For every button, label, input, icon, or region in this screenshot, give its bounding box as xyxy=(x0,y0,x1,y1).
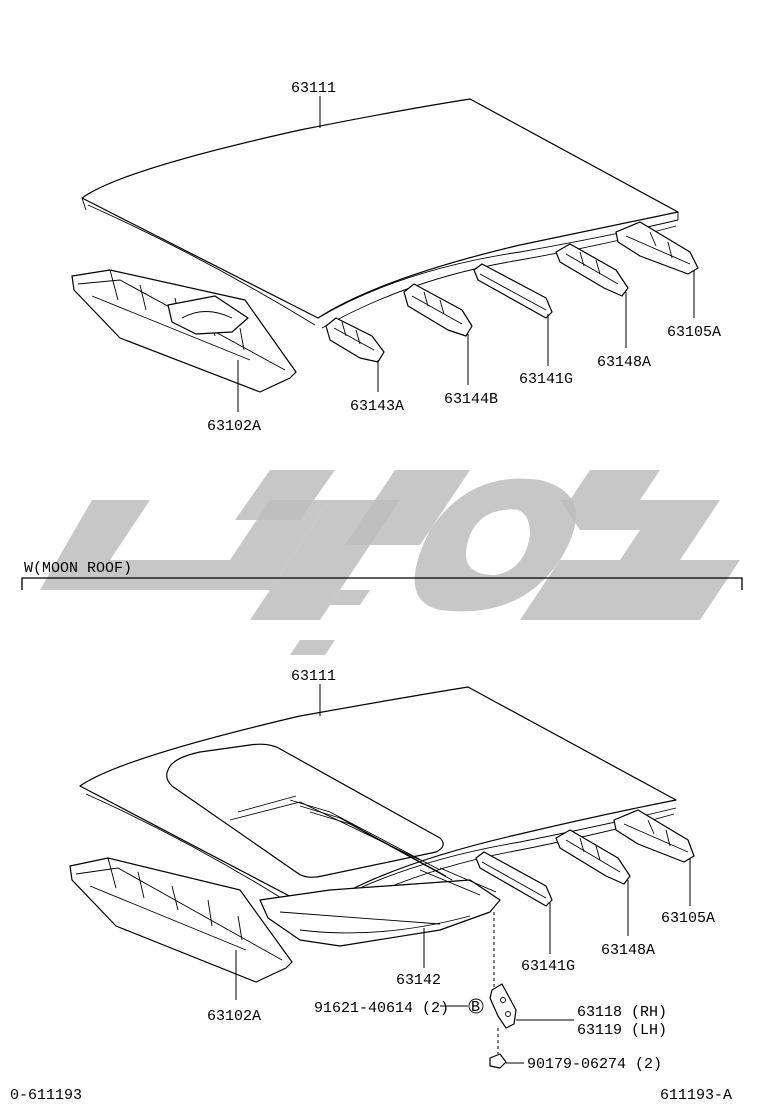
moon-roof-opening[interactable] xyxy=(166,743,444,878)
watermark-logo xyxy=(40,470,740,655)
top-bow-63144B[interactable] xyxy=(403,283,473,337)
section-title: W(MOON ROOF) xyxy=(24,560,132,577)
bottom-label-reinforcement: 63142 xyxy=(396,972,441,989)
footer-right-code: 611193-A xyxy=(660,1087,732,1104)
bottom-reinforcement-63142[interactable] xyxy=(259,867,501,947)
bottom-bow-63141G[interactable] xyxy=(475,851,553,907)
top-label-bow-4: 63148A xyxy=(597,354,651,371)
bottom-bracket[interactable] xyxy=(489,983,517,1029)
bottom-label-rear-header: 63105A xyxy=(661,910,715,927)
top-front-header[interactable] xyxy=(71,269,297,393)
bottom-label-bracket-lh: 63119 (LH) xyxy=(577,1022,667,1039)
bottom-label-roof-panel: 63111 xyxy=(291,668,336,685)
top-label-bow-3: 63141G xyxy=(519,371,573,388)
bottom-bow-63148A[interactable] xyxy=(555,829,631,885)
bottom-roof-assembly: B 63111 63102A 63142 63141G 63148A 63105… xyxy=(69,668,715,1073)
bottom-roof-panel[interactable] xyxy=(79,686,677,911)
top-bow-63143A[interactable] xyxy=(325,317,385,363)
top-rear-header[interactable] xyxy=(615,221,699,275)
top-bow-63148A[interactable] xyxy=(555,243,629,297)
top-label-bow-1: 63143A xyxy=(350,398,404,415)
bottom-label-bow-4: 63148A xyxy=(601,942,655,959)
bolt-marker: B xyxy=(468,998,484,1016)
top-label-front-header: 63102A xyxy=(207,418,261,435)
section-divider: W(MOON ROOF) xyxy=(21,560,743,590)
top-label-rear-header: 63105A xyxy=(667,324,721,341)
bottom-label-bow-3: 63141G xyxy=(521,958,575,975)
bottom-label-bolt: 91621-40614 (2) xyxy=(314,1000,449,1017)
top-label-bow-2: 63144B xyxy=(444,391,498,408)
top-bow-63141G[interactable] xyxy=(473,263,553,319)
footer-left-code: 0-611193 xyxy=(10,1087,82,1104)
bolt-marker-letter: B xyxy=(471,999,480,1016)
bottom-rear-header[interactable] xyxy=(613,809,695,863)
top-roof-panel[interactable] xyxy=(81,98,679,319)
bottom-label-bracket-rh: 63118 (RH) xyxy=(577,1004,667,1021)
nut[interactable] xyxy=(489,1053,507,1069)
bottom-label-nut: 90179-06274 (2) xyxy=(527,1056,662,1073)
top-label-roof-panel: 63111 xyxy=(291,80,336,97)
top-roof-assembly: 63111 63102A 63143A 63144B 63141G 63148A… xyxy=(71,80,721,435)
bottom-label-front-header: 63102A xyxy=(207,1008,261,1025)
